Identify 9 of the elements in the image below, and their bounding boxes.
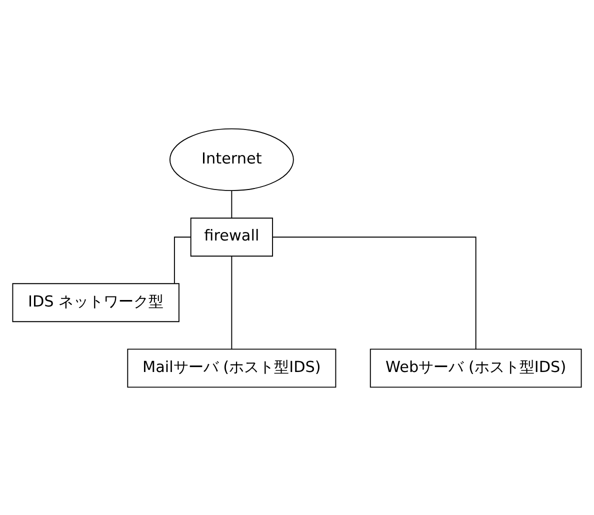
node-box: IDS ネットワーク型 — [12, 282, 180, 322]
node-box: firewall — [190, 217, 274, 256]
node-box: Webサーバ (ホスト型IDS) — [370, 348, 582, 388]
node-ellipse: Internet — [169, 128, 294, 191]
connector — [272, 236, 476, 350]
connector — [231, 190, 232, 218]
connector — [231, 255, 232, 350]
connector — [174, 236, 192, 284]
node-box: Mailサーバ (ホスト型IDS) — [127, 348, 336, 388]
